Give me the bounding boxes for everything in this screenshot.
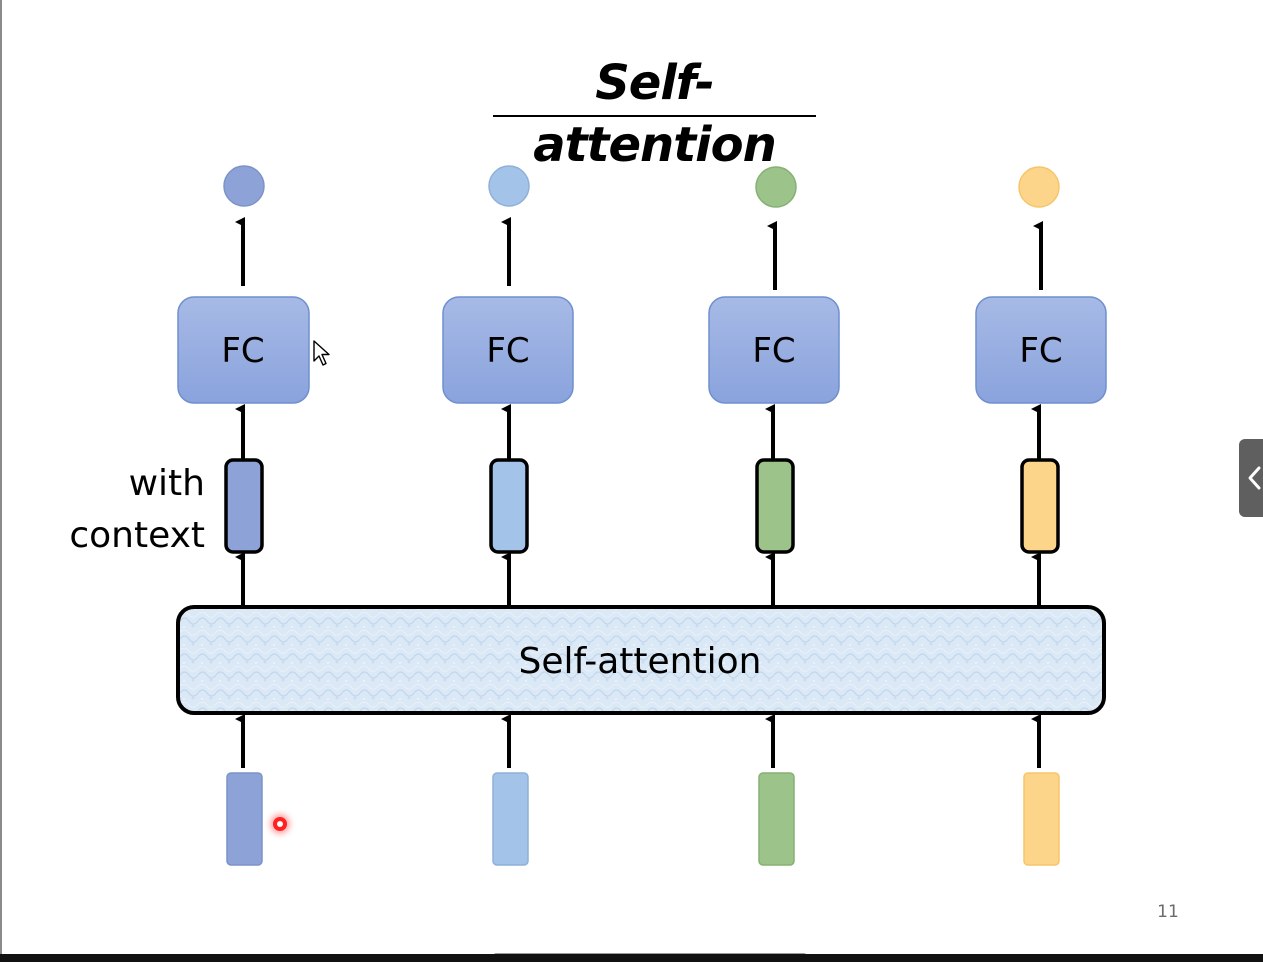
self-attention-block: [176, 605, 1106, 715]
slide-title: Self-attention: [533, 55, 777, 173]
fc-box-1: [177, 296, 310, 404]
fc-label-3: FC: [752, 331, 796, 371]
context-label-line1: with: [128, 463, 205, 504]
fc-label-2: FC: [486, 331, 530, 371]
output-node-3: [755, 166, 797, 208]
output-node-2: [488, 165, 530, 207]
self-attention-label: Self-attention: [518, 641, 762, 682]
window-left-border: [0, 0, 2, 962]
fc-to-output-arrows: [235, 217, 1043, 290]
fc-label-4: FC: [1019, 331, 1063, 371]
fc-box-2: [442, 296, 574, 404]
fc-box-3: [708, 296, 840, 404]
mouse-cursor-icon: [313, 340, 330, 366]
input-vectors: [226, 772, 1060, 866]
fc-boxes: [177, 296, 1107, 404]
input-vector-2: [492, 772, 529, 866]
window-bottom-border: [0, 954, 1263, 962]
output-node-4: [1018, 166, 1060, 208]
input-vector-3: [758, 772, 795, 866]
input-to-sa-arrows: [235, 714, 1041, 768]
fc-label-1: FC: [221, 331, 265, 371]
input-vector-1: [226, 772, 263, 866]
context-vector-2: [489, 458, 529, 554]
sa-to-context-arrows: [235, 552, 1041, 605]
context-vectors: [224, 458, 1060, 554]
laser-pointer-icon: [273, 817, 287, 831]
context-vector-3: [755, 458, 795, 554]
context-vector-1: [224, 458, 264, 554]
context-to-fc-arrows: [235, 404, 1041, 459]
side-panel-toggle[interactable]: [1239, 439, 1263, 517]
title-underline: [493, 115, 816, 117]
input-vector-4: [1023, 772, 1060, 866]
context-vector-4: [1020, 458, 1060, 554]
output-circles: [223, 165, 1060, 208]
fc-box-4: [975, 296, 1107, 404]
chevron-left-icon: [1248, 466, 1261, 490]
context-label-line2: context: [69, 515, 205, 556]
page-number: 11: [1157, 902, 1179, 922]
output-node-1: [223, 165, 265, 207]
